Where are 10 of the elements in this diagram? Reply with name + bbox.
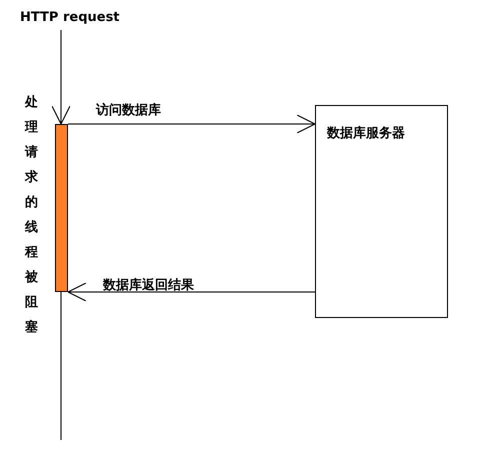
note-text: 处理请求的线程被阻塞 [25, 94, 39, 337]
edge-label: 数据库返回结果 [103, 276, 194, 294]
arrow [67, 282, 316, 302]
activation-bar [55, 124, 68, 292]
box-title: 数据库服务器 [327, 124, 405, 142]
heading-text: HTTP request [20, 10, 120, 25]
arrow [51, 30, 71, 125]
arrow [68, 114, 316, 134]
server-box [315, 105, 448, 318]
edge-label: 访问数据库 [96, 102, 161, 119]
